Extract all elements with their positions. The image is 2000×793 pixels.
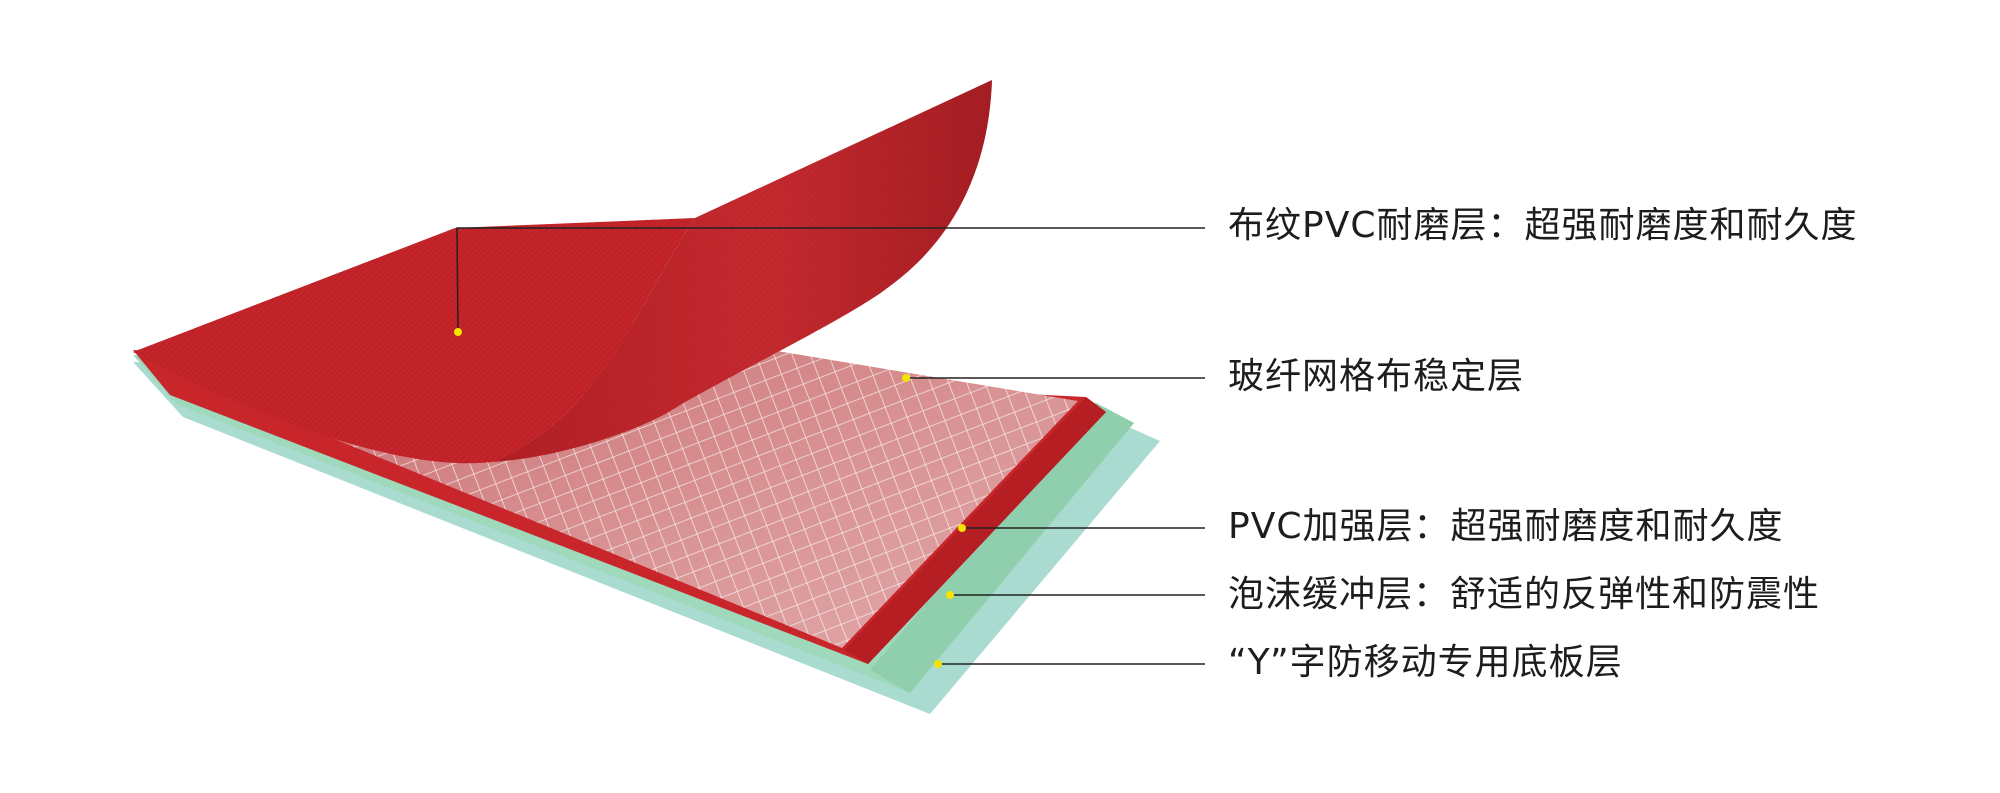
- marker-pvc-wear: [454, 328, 462, 336]
- marker-pvc-reinforced: [958, 524, 966, 532]
- pvc-wear-layer-texture: [133, 218, 695, 464]
- foam-cushion-layer-edge: [870, 403, 1134, 693]
- leader-line-pvc-wear: [456, 227, 1205, 333]
- pvc-wear-layer-curl-texture: [492, 80, 992, 462]
- marker-base: [934, 660, 942, 668]
- label-fiberglass-mesh-layer: 玻纤网格布稳定层: [1228, 356, 1525, 397]
- label-y-base-layer: “Y”字防移动专用底板层: [1228, 642, 1623, 683]
- marker-fiberglass: [902, 374, 910, 382]
- pvc-reinforced-layer-edge: [844, 397, 1106, 664]
- marker-foam: [946, 591, 954, 599]
- label-foam-cushion-layer: 泡沫缓冲层：舒适的反弹性和防震性: [1228, 574, 1821, 615]
- label-pvc-reinforced-layer: PVC加强层：超强耐磨度和耐久度: [1228, 506, 1784, 547]
- label-pvc-wear-layer: 布纹PVC耐磨层：超强耐磨度和耐久度: [1228, 205, 1858, 246]
